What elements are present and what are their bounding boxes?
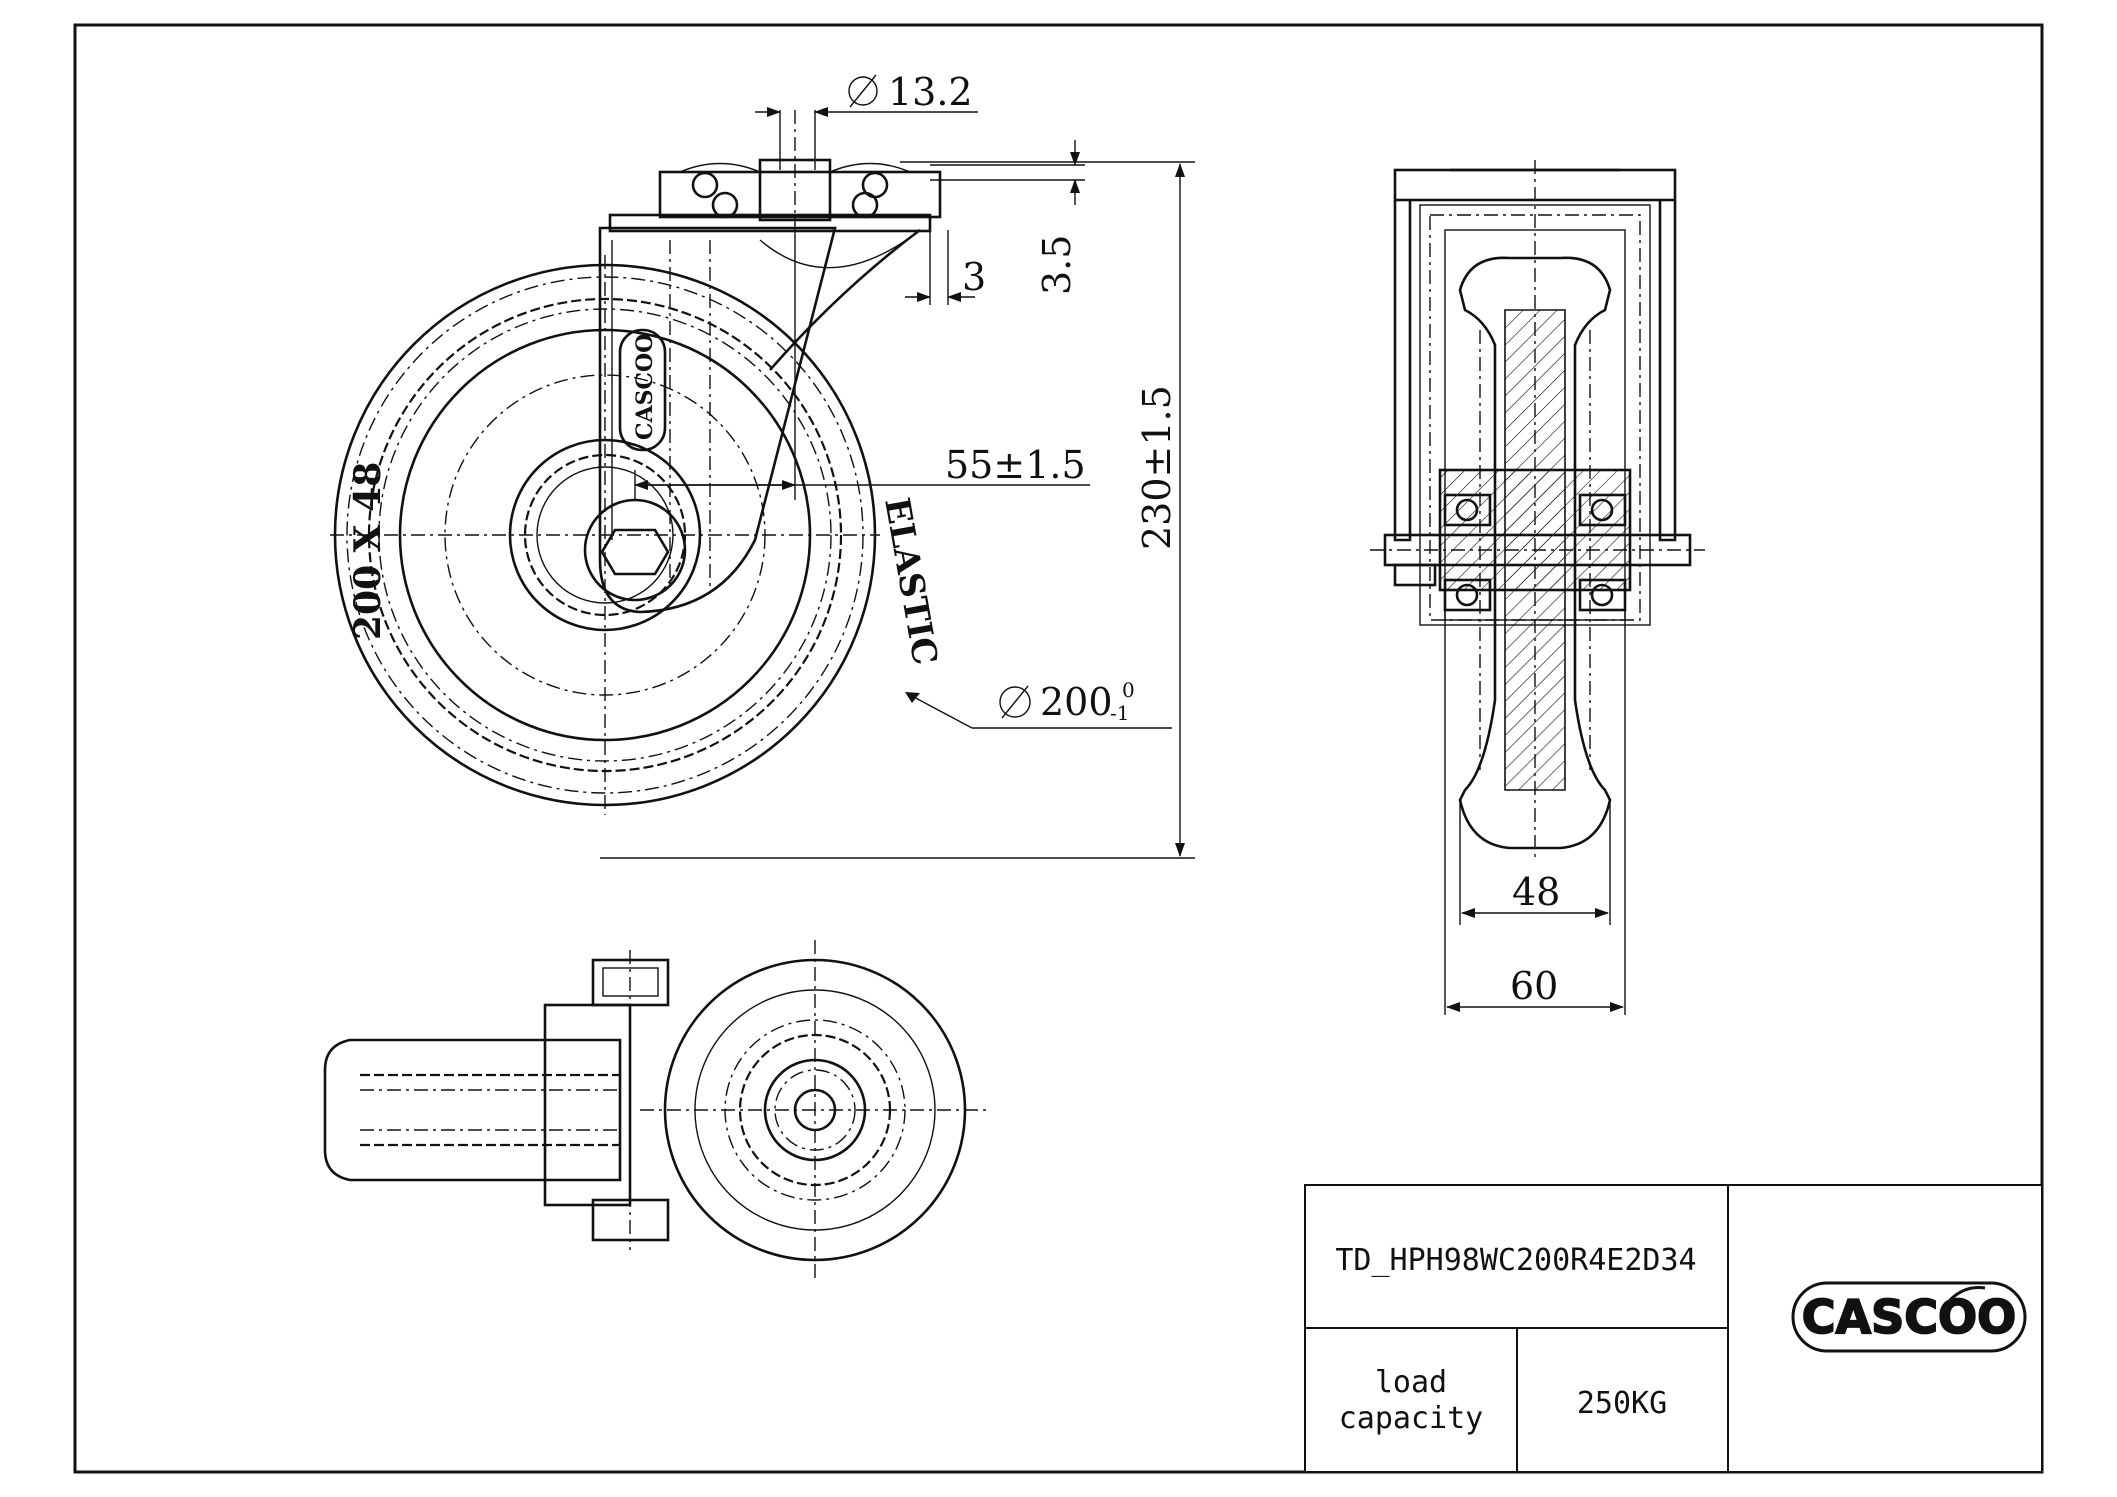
dim-total-height: 230±1.5: [1135, 385, 1179, 550]
top-view: [323, 940, 990, 1280]
load-label-line2: capacity: [1339, 1401, 1484, 1436]
dim-wheel-tol-upper: 0: [1122, 678, 1135, 702]
fork-brand-label: CASCOO: [632, 334, 658, 440]
load-capacity-label: load capacity: [1339, 1365, 1484, 1436]
side-view: CASCOO 200 X 48 ELASTIC 13.2 3.5 3 55±1.…: [330, 70, 1195, 859]
load-capacity-value: 250KG: [1577, 1386, 1667, 1421]
dim-wheel-tol-lower: -1: [1110, 701, 1129, 725]
title-block: TD_HPH98WC200R4E2D34 load capacity 250KG…: [1304, 1184, 2043, 1473]
logo-text: CASCOO: [1802, 1290, 2016, 1344]
dim-tread-width: 48: [1512, 870, 1560, 914]
tire-size-label: 200 X 48: [347, 462, 389, 640]
cascoo-logo: CASCOO: [1791, 1281, 2027, 1353]
drawing-number: TD_HPH98WC200R4E2D34: [1335, 1243, 1696, 1278]
load-label-line1: load: [1375, 1365, 1447, 1400]
dim-gap: 3: [962, 255, 986, 299]
tire-material-label: ELASTIC: [876, 495, 945, 668]
dim-wheel-diameter: 200: [1040, 680, 1113, 724]
dim-offset: 55±1.5: [945, 443, 1086, 487]
drawing-border: [73, 23, 2044, 1474]
dim-plate-thickness: 3.5: [1035, 235, 1079, 295]
front-view: 48 60: [1370, 160, 1705, 1015]
dim-overall-width: 60: [1510, 964, 1558, 1008]
dim-bore-diameter: 13.2: [888, 70, 973, 114]
